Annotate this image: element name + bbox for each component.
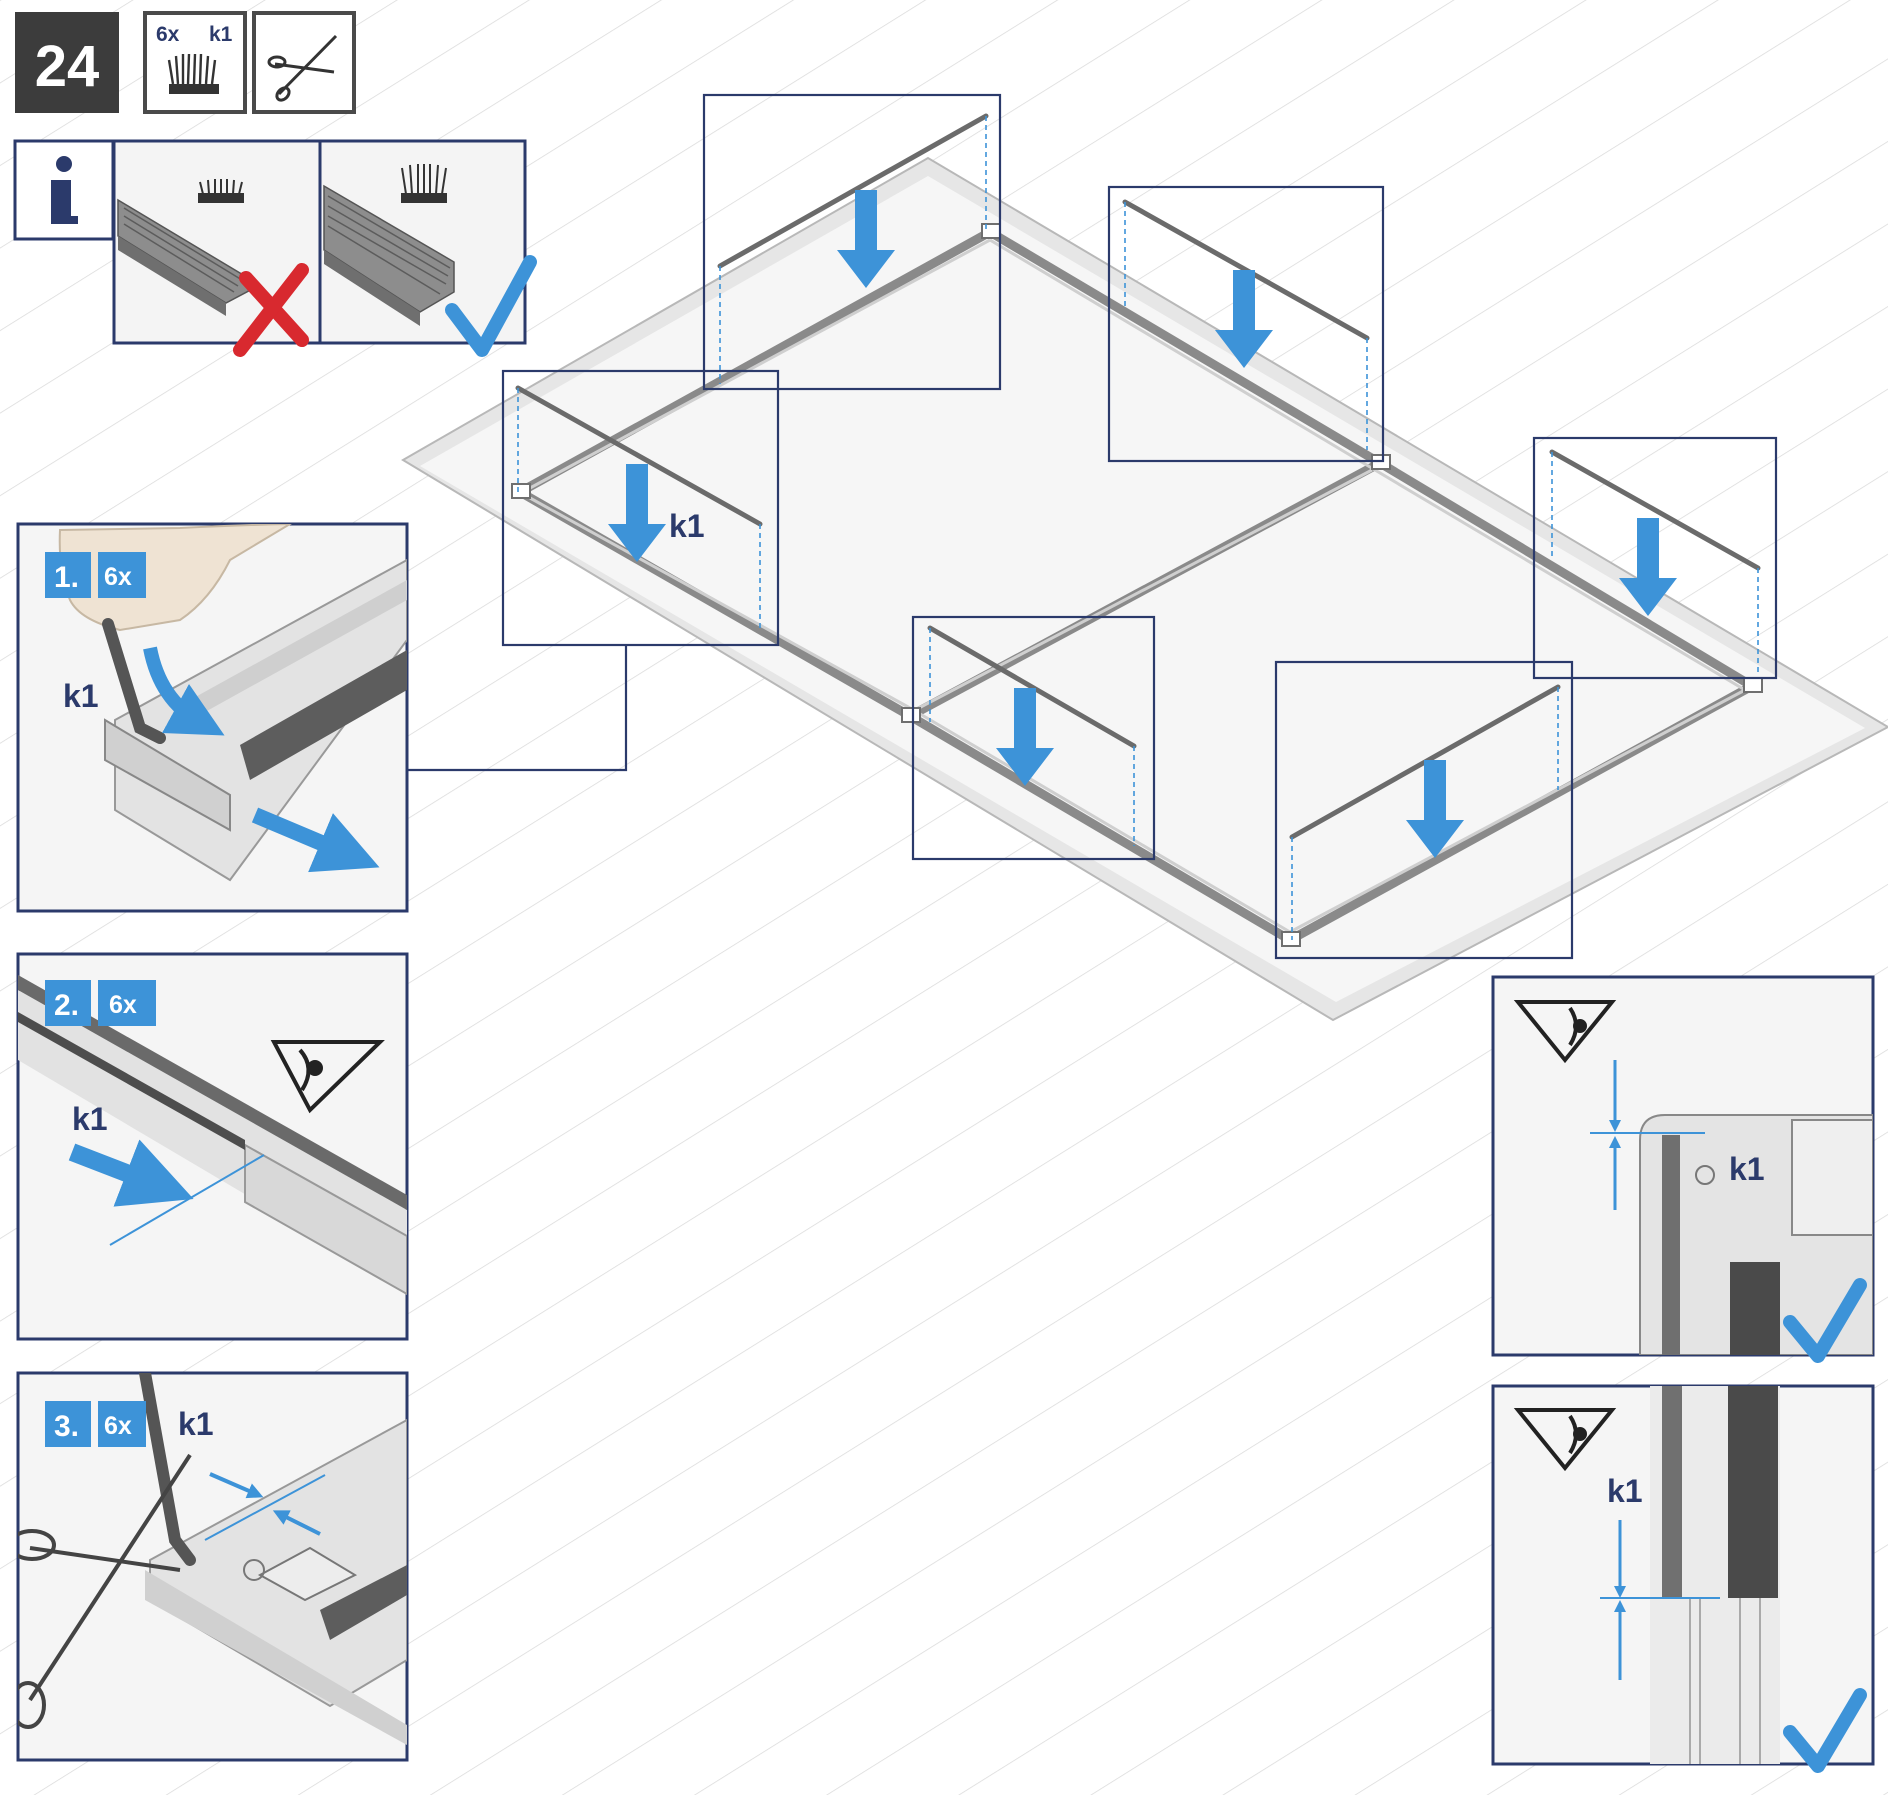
tools-box: [252, 11, 356, 114]
worn-brush-strip: [117, 198, 262, 316]
eye-view-icon: [1513, 1408, 1617, 1472]
substep-3-quantity: 6x: [104, 1412, 132, 1440]
eye-view-icon: [1513, 1000, 1617, 1064]
slide-arrow: [251, 807, 380, 873]
info-panel: [13, 139, 537, 357]
main-assembly-view: k1: [401, 93, 1888, 1022]
step-number-box: [15, 12, 119, 113]
parts-quantity: 6x: [156, 23, 180, 46]
substep-3-number: 3.: [54, 1410, 79, 1443]
eye-view-icon: [270, 1040, 385, 1114]
substep-2-panel: 2. 6x k1: [16, 952, 409, 1341]
gap-arrow-right: [272, 1510, 321, 1536]
cross-icon: [233, 263, 309, 357]
scissors-icon: [18, 1453, 192, 1729]
full-brush-strip: [323, 184, 455, 326]
detail-2-part: k1: [1607, 1473, 1643, 1509]
brush-part-icon: [167, 53, 219, 94]
substep-3-panel: 3. 6x k1: [16, 1371, 409, 1762]
substep-1-part: k1: [63, 678, 99, 714]
substep-1-panel: 1. 6x k1: [16, 522, 409, 913]
check-icon: [1783, 1688, 1867, 1773]
parts-id: k1: [209, 23, 233, 46]
worn-brush-small-icon: [198, 179, 244, 203]
main-part-label: k1: [669, 508, 705, 544]
detail-2-panel: k1: [1491, 1384, 1875, 1773]
insert-arrow: [143, 646, 225, 736]
substep-2-part: k1: [72, 1101, 108, 1137]
check-icon: [445, 255, 537, 357]
push-arrow: [68, 1139, 194, 1207]
step-number: 24: [35, 34, 100, 99]
substep-1-number: 1.: [54, 561, 79, 594]
detail-1-part: k1: [1729, 1151, 1765, 1187]
substep-2-quantity: 6x: [109, 991, 137, 1019]
check-icon: [1783, 1278, 1867, 1363]
substep-3-part: k1: [178, 1406, 214, 1442]
full-brush-small-icon: [401, 164, 447, 203]
step-header: 24 6x k1: [15, 11, 356, 114]
substep-1-quantity: 6x: [104, 563, 132, 591]
scissors-icon: [267, 34, 338, 102]
callout-frames: [408, 93, 1778, 960]
insert-arrows: [608, 190, 1677, 858]
gap-arrow-left: [209, 1472, 264, 1499]
substep-2-number: 2.: [54, 989, 79, 1022]
info-icon: [51, 156, 78, 224]
detail-1-panel: k1: [1491, 975, 1875, 1363]
